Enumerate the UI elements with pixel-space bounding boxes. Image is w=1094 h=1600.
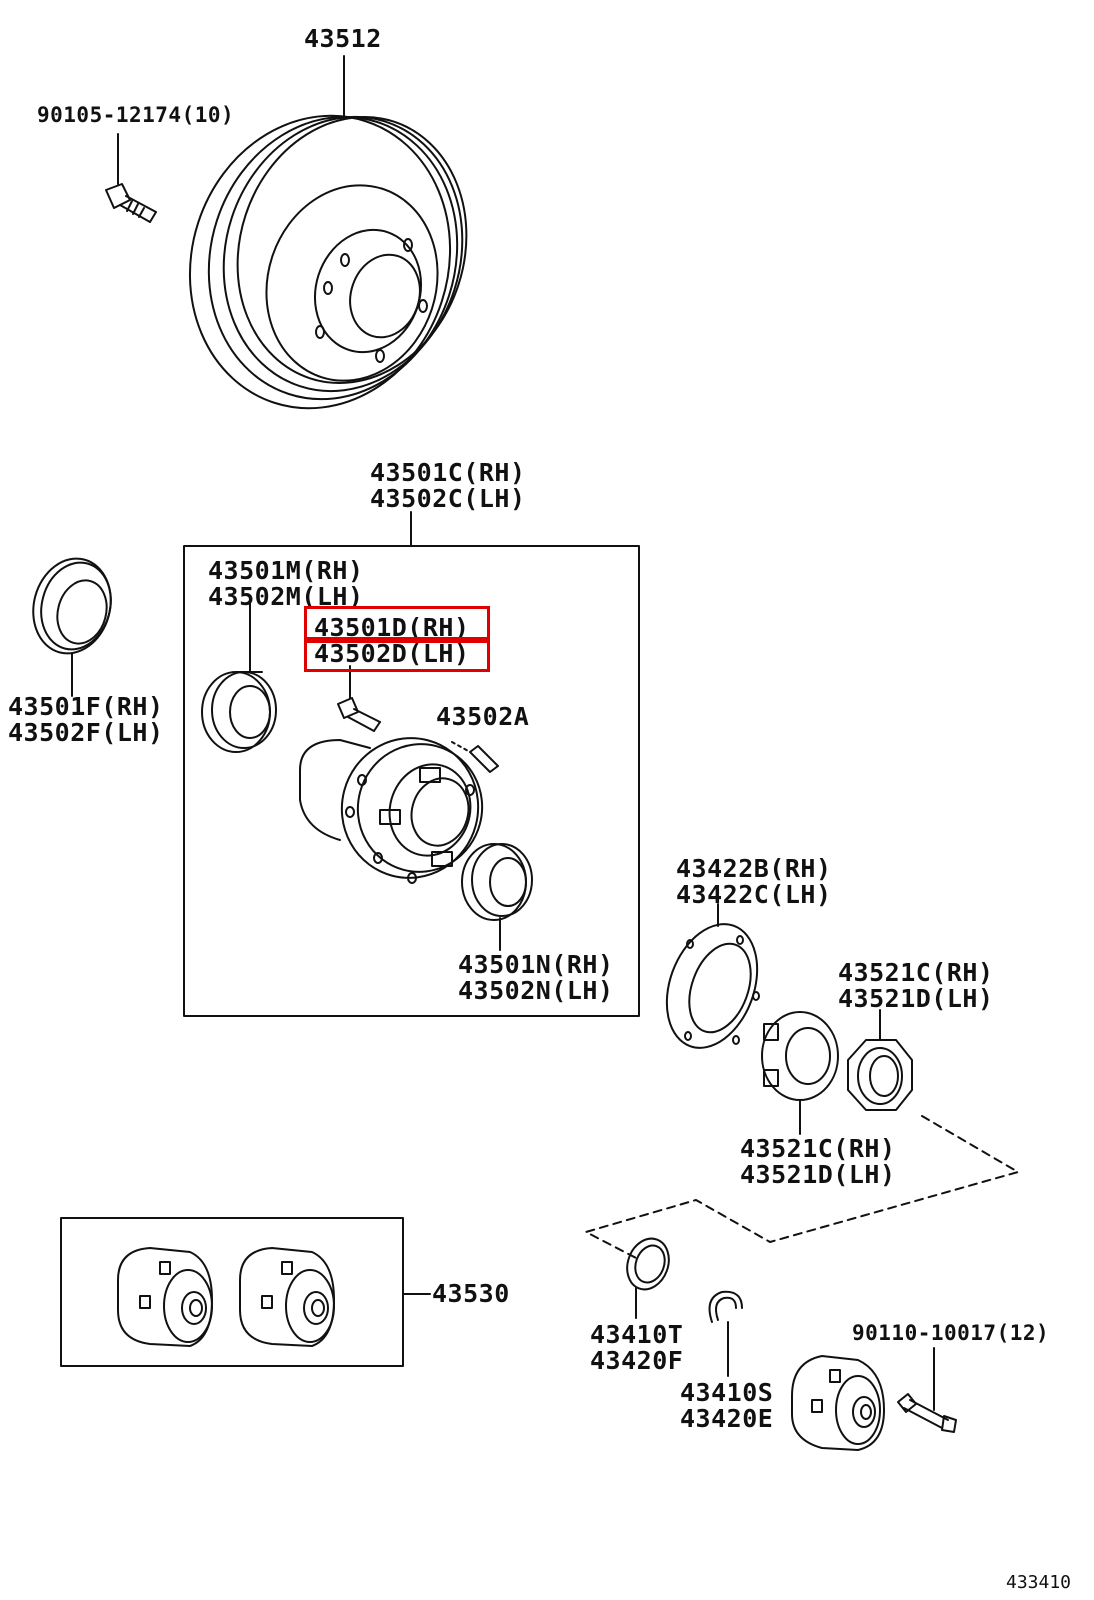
outer-bearing-drawing — [201, 671, 277, 753]
label-43422b: 43422B(RH) 43422C(LH) — [676, 856, 832, 908]
part-number-rh: 43501D(RH) — [314, 613, 470, 642]
part-number-rh: 43521C(RH) — [838, 958, 994, 987]
label-43530: 43530 — [432, 1281, 510, 1307]
label-43521c-top: 43521C(RH) 43521D(LH) — [838, 960, 994, 1012]
part-number-1: 43410T — [590, 1320, 684, 1349]
part-number-rh: 43422B(RH) — [676, 854, 832, 883]
assembly-dashed-line — [585, 1115, 1019, 1261]
label-90110-10017: 90110-10017(12) — [852, 1322, 1049, 1344]
part-number-lh: 43521D(LH) — [740, 1160, 896, 1189]
hub-cover-drawing — [791, 1355, 885, 1451]
brake-disc-drawing — [188, 114, 468, 410]
oil-seal-drawing — [32, 557, 112, 655]
free-wheel-hub-right-drawing — [239, 1247, 335, 1347]
label-43512: 43512 — [304, 26, 382, 52]
part-number-rh: 43501C(RH) — [370, 458, 526, 487]
highlight-box-rh — [304, 606, 490, 640]
part-number: 90110-10017(12) — [852, 1321, 1050, 1345]
part-number-rh: 43501F(RH) — [8, 692, 164, 721]
part-number-rh: 43521C(RH) — [740, 1134, 896, 1163]
hub-bolt-drawing — [337, 697, 381, 732]
pin-drawing — [469, 745, 499, 773]
label-43501n: 43501N(RH) 43502N(LH) — [458, 952, 614, 1004]
label-43501d: 43501D(RH) 43502D(LH) — [314, 615, 470, 667]
leader-43502a — [451, 741, 471, 753]
part-number: 43502A — [436, 702, 530, 731]
label-90105-12174: 90105-12174(10) — [37, 104, 234, 126]
snap-ring-drawing — [626, 1237, 670, 1291]
diagram-reference-code: 433410 — [1006, 1572, 1072, 1593]
free-wheel-hub-left-drawing — [117, 1247, 213, 1347]
label-43501f: 43501F(RH) 43502F(LH) — [8, 694, 164, 746]
inner-bearing-drawing — [461, 843, 533, 921]
label-43410t: 43410T 43420F — [590, 1322, 683, 1374]
part-number-lh: 43502C(LH) — [370, 484, 526, 513]
hub-body-drawing — [299, 737, 484, 884]
label-43501c: 43501C(RH) 43502C(LH) — [370, 460, 526, 512]
label-43501m: 43501M(RH) 43502M(LH) — [208, 558, 364, 610]
part-number-lh: 43502D(LH) — [314, 639, 470, 668]
part-number-1: 43410S — [680, 1378, 774, 1407]
part-number-lh: 43521D(LH) — [838, 984, 994, 1013]
part-number: 90105-12174(10) — [37, 103, 235, 127]
part-number-2: 43420F — [590, 1346, 684, 1375]
lock-washer-drawing — [665, 923, 760, 1049]
label-43410s: 43410S 43420E — [680, 1380, 773, 1432]
lock-nut-drawing — [847, 1039, 913, 1111]
disc-bolt-drawing — [105, 183, 157, 223]
part-number-lh: 43502F(LH) — [8, 718, 164, 747]
adjusting-nut-drawing — [761, 1011, 839, 1101]
label-43502a: 43502A — [436, 704, 529, 730]
part-number-lh: 43502N(LH) — [458, 976, 614, 1005]
part-number-lh: 43502M(LH) — [208, 582, 364, 611]
part-number-rh: 43501N(RH) — [458, 950, 614, 979]
part-number: 43512 — [304, 24, 382, 53]
part-number-rh: 43501M(RH) — [208, 556, 364, 585]
part-number: 43530 — [432, 1279, 510, 1308]
highlight-box-lh — [304, 640, 490, 672]
part-number-2: 43420E — [680, 1404, 774, 1433]
spacer-drawing — [708, 1290, 743, 1323]
hub-cover-bolt-drawing — [897, 1393, 957, 1433]
free-wheel-hub-box — [60, 1217, 404, 1367]
label-43521c-low: 43521C(RH) 43521D(LH) — [740, 1136, 896, 1188]
part-number-lh: 43422C(LH) — [676, 880, 832, 909]
